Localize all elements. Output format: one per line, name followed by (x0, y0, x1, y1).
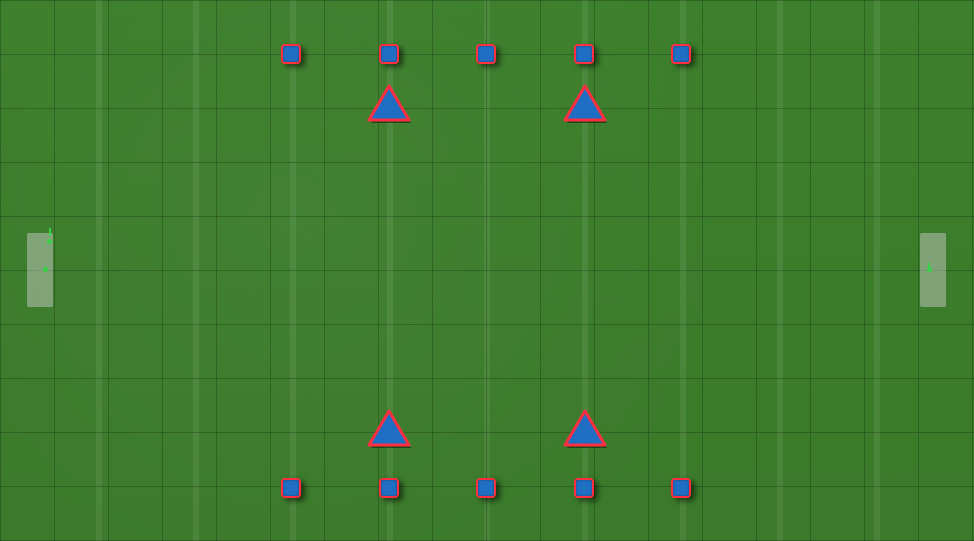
field-stripe (680, 0, 686, 541)
left-goal[interactable] (27, 228, 53, 307)
player-square-icon[interactable] (379, 44, 399, 64)
goal-marker-icon (43, 267, 48, 272)
player-square-icon[interactable] (281, 478, 301, 498)
player-square-icon[interactable] (671, 44, 691, 64)
player-square-icon[interactable] (476, 44, 496, 64)
field-stripe (582, 0, 588, 541)
player-triangle-icon[interactable] (559, 408, 611, 452)
player-square-icon[interactable] (476, 478, 496, 498)
field-stripe (484, 0, 490, 541)
field-stripe (290, 0, 296, 541)
goal-marker-icon (49, 228, 51, 236)
field-stripe (96, 0, 102, 541)
player-triangle-icon[interactable] (363, 408, 415, 452)
goal-marker-icon (928, 263, 930, 271)
right-goal[interactable] (920, 233, 946, 307)
player-triangle-icon[interactable] (559, 83, 611, 127)
player-square-icon[interactable] (671, 478, 691, 498)
goal-marker-icon (47, 239, 52, 244)
player-square-icon[interactable] (574, 478, 594, 498)
field-stripe (777, 0, 783, 541)
player-square-icon[interactable] (281, 44, 301, 64)
field-stripe (193, 0, 199, 541)
player-square-icon[interactable] (379, 478, 399, 498)
player-triangle-icon[interactable] (363, 83, 415, 127)
field-stripe (387, 0, 393, 541)
field-stripe (874, 0, 880, 541)
player-square-icon[interactable] (574, 44, 594, 64)
